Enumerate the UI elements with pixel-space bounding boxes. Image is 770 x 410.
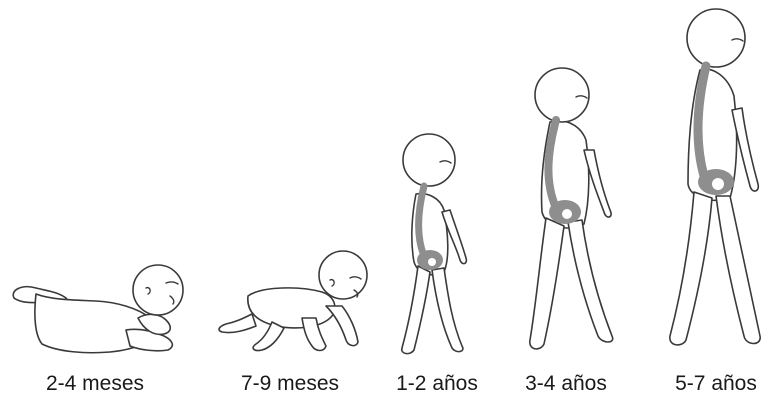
- stage-label-1-2-anos: 1-2 años: [396, 372, 478, 396]
- figure-child-3-4: [530, 68, 613, 349]
- figure-infant-crawling: [219, 251, 367, 351]
- figure-infant-prone: [13, 265, 183, 353]
- stage-label-3-4-anos: 3-4 años: [525, 372, 607, 396]
- stage-label-5-7-anos: 5-7 años: [675, 372, 757, 396]
- figure-child-5-7: [670, 9, 760, 345]
- figure-toddler: [402, 134, 467, 354]
- stage-label-7-9-meses: 7-9 meses: [241, 372, 339, 396]
- stage-label-2-4-meses: 2-4 meses: [46, 372, 144, 396]
